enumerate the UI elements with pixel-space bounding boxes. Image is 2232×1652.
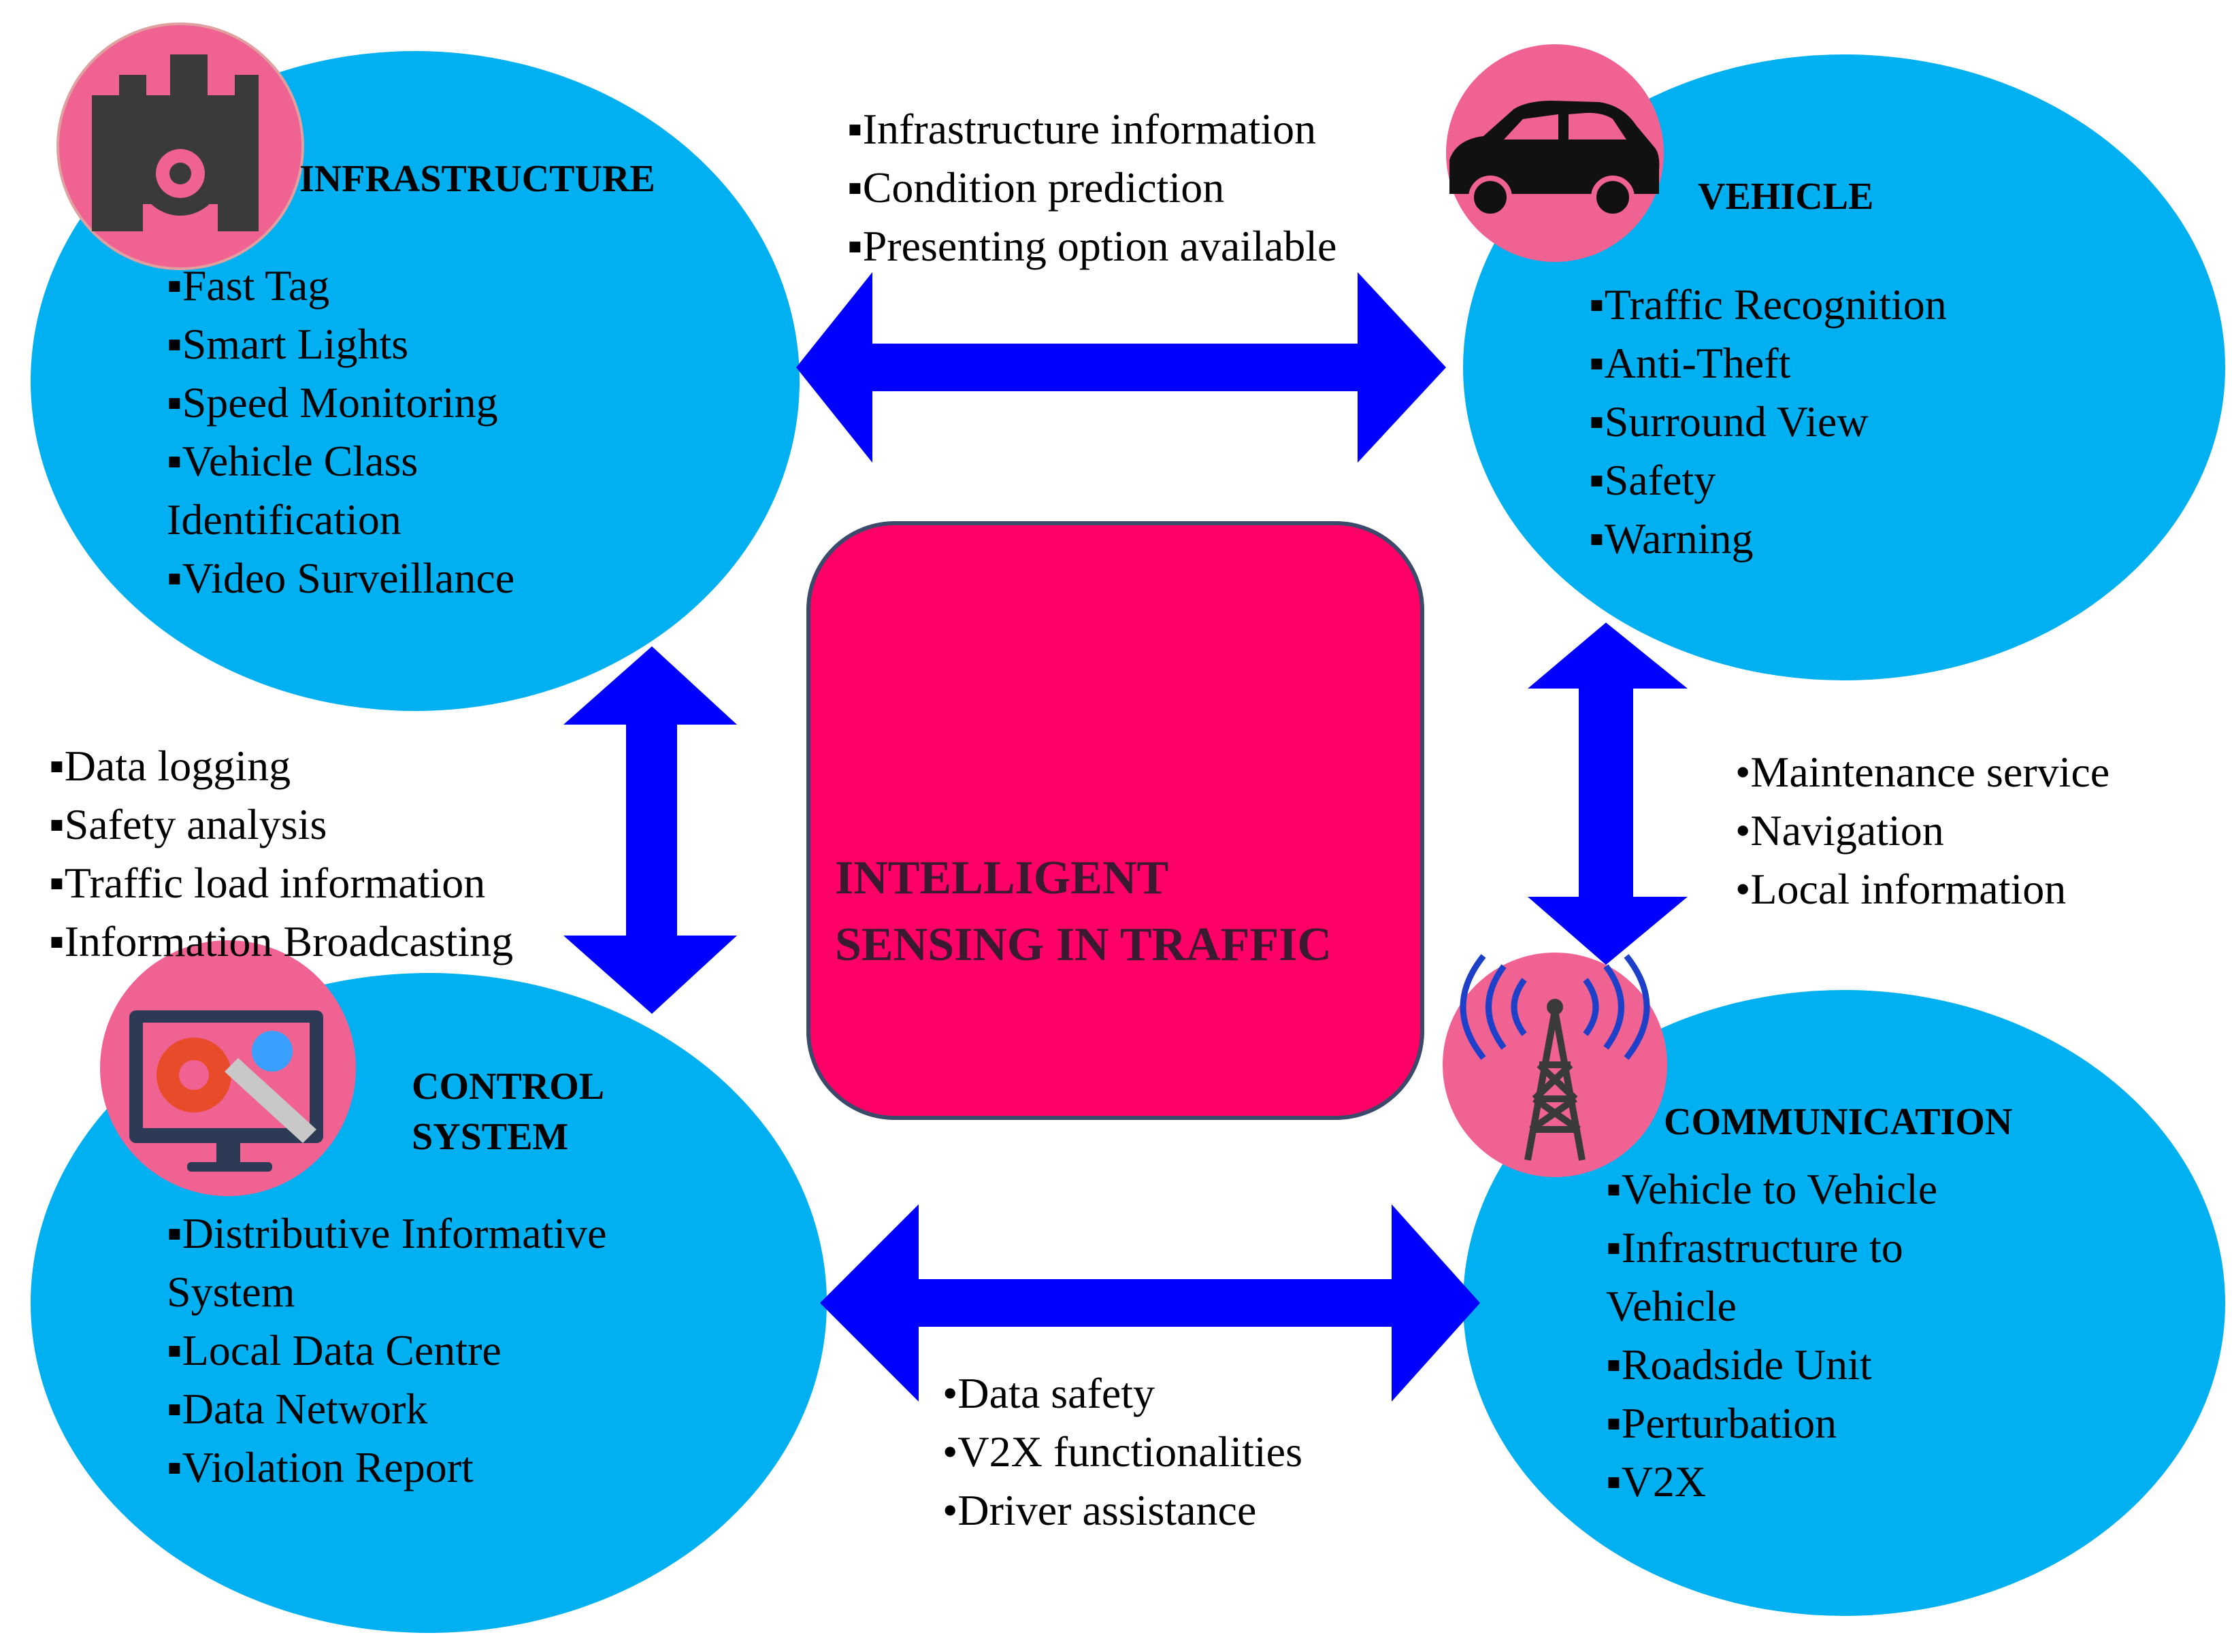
communication-title: COMMUNICATION	[1664, 1101, 2013, 1143]
link-infrastructure-control: ▪Data logging ▪Safety analysis ▪Traffic …	[49, 737, 513, 971]
arrow-vehicle-communication	[1528, 623, 1688, 965]
list-item: ▪Local Data Centre	[167, 1326, 502, 1374]
arrow-infrastructure-control	[563, 646, 737, 1014]
list-item: ▪Traffic Recognition	[1589, 280, 1947, 329]
antenna-tower-icon	[1443, 953, 1667, 1177]
list-item: ▪Anti-Theft	[1589, 339, 1791, 387]
list-item: ▪Vehicle to Vehicle	[1606, 1165, 1938, 1213]
list-item: ▪Safety analysis	[49, 800, 327, 848]
list-item: •Data safety	[942, 1369, 1155, 1417]
list-item: ▪Infrastructure information	[847, 105, 1317, 153]
list-item: •Local information	[1735, 865, 2067, 913]
communication-items: ▪Vehicle to Vehicle ▪Infrastructure to V…	[1606, 1160, 1987, 1511]
link-vehicle-communication: •Maintenance service •Navigation •Local …	[1735, 743, 2110, 919]
list-item: ▪Information Broadcasting	[49, 917, 514, 965]
list-item: ▪Traffic load information	[49, 859, 486, 907]
list-item: ▪Roadside Unit	[1606, 1340, 1872, 1389]
control-system-items: ▪Distributive Informative System ▪Local …	[167, 1204, 684, 1497]
arrow-infrastructure-vehicle	[796, 272, 1446, 463]
list-item: ▪Speed Monitoring	[167, 378, 498, 427]
infrastructure-items: ▪Fast Tag ▪Smart Lights ▪Speed Monitorin…	[167, 257, 589, 608]
list-item: •Driver assistance	[942, 1486, 1257, 1534]
list-item: •Navigation	[1735, 806, 1944, 855]
list-item: ▪Data Network	[167, 1385, 428, 1433]
vehicle-items: ▪Traffic Recognition ▪Anti-Theft ▪Surrou…	[1589, 276, 1947, 568]
list-item: ▪V2X	[1606, 1457, 1707, 1506]
list-item: ▪Violation Report	[167, 1443, 474, 1491]
link-control-communication: •Data safety •V2X functionalities •Drive…	[942, 1364, 1302, 1540]
list-item: ▪Presenting option available	[847, 222, 1337, 270]
list-item: ▪Video Surveillance	[167, 554, 515, 602]
list-item: •V2X functionalities	[942, 1427, 1302, 1476]
list-item: ▪Infrastructure to Vehicle	[1606, 1223, 1903, 1330]
center-box: INTELLIGENT SENSING IN TRAFFIC	[806, 521, 1424, 1120]
factory-icon	[56, 22, 304, 270]
center-title: INTELLIGENT SENSING IN TRAFFIC	[835, 852, 1332, 971]
vehicle-title: VEHICLE	[1698, 176, 1874, 218]
list-item: ▪Safety	[1589, 456, 1716, 504]
list-item: ▪Perturbation	[1606, 1399, 1837, 1447]
list-item: ▪Fast Tag	[167, 261, 330, 310]
arrow-control-communication	[820, 1204, 1480, 1402]
list-item: ▪Data logging	[49, 742, 291, 790]
control-system-title: CONTROL SYSTEM	[412, 1065, 605, 1158]
vehicle-ellipse	[1463, 54, 2225, 680]
infrastructure-title: INFRASTRUCTURE	[299, 158, 655, 200]
list-item: ▪Distributive Informative System	[167, 1209, 607, 1316]
car-icon	[1446, 44, 1664, 262]
list-item: ▪Condition prediction	[847, 163, 1225, 212]
monitor-tools-icon	[100, 940, 356, 1196]
list-item: •Maintenance service	[1735, 748, 2110, 796]
list-item: ▪Smart Lights	[167, 320, 409, 368]
list-item: ▪Vehicle Class Identification	[167, 437, 419, 544]
list-item: ▪Surround View	[1589, 397, 1869, 446]
link-infrastructure-vehicle: ▪Infrastructure information ▪Condition p…	[847, 100, 1336, 276]
list-item: ▪Warning	[1589, 514, 1754, 563]
communication-ellipse	[1463, 990, 2225, 1616]
